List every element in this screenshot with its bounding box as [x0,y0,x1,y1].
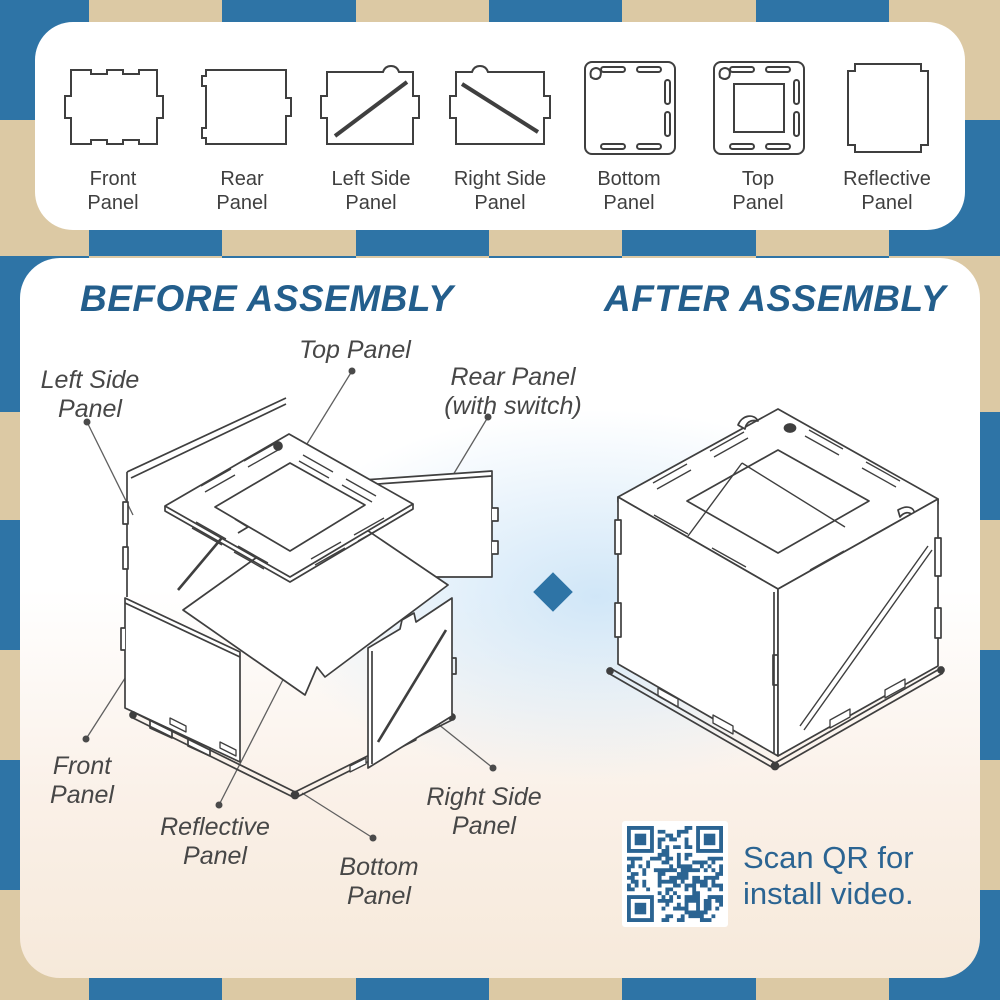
front-panel-icon [49,48,177,168]
diamond-separator-icon [533,572,573,612]
callout-leader-lines [85,370,494,839]
left-side-panel-drawing [122,397,287,597]
top-panel-drawing [164,433,414,583]
left-side-panel-icon [307,48,435,168]
callout-rear-panel: Rear Panel(with switch) [444,363,582,420]
bottom-panel-drawing [129,711,456,800]
before-assembly-title: BEFORE ASSEMBLY [80,278,454,319]
right-side-panel-drawing [367,597,457,769]
bottom-panel-icon [565,48,693,168]
callout-top-panel: Top Panel [299,336,411,364]
assembled-box-drawing [606,408,945,771]
front-panel-drawing [120,597,241,763]
top-panel-icon [694,48,822,168]
exploded-box-drawing [120,397,499,800]
right-side-panel-icon [436,48,564,168]
after-assembly-title: AFTER ASSEMBLY [603,278,947,319]
callout-dots [82,367,497,842]
reflective-panel-icon [823,48,951,168]
qr-code-svg [627,826,723,922]
assembly-drawings [82,367,945,842]
assembly-card: BEFORE ASSEMBLY AFTER ASSEMBLY [20,258,980,978]
rear-panel-icon [178,48,306,168]
qr-code [622,821,728,927]
